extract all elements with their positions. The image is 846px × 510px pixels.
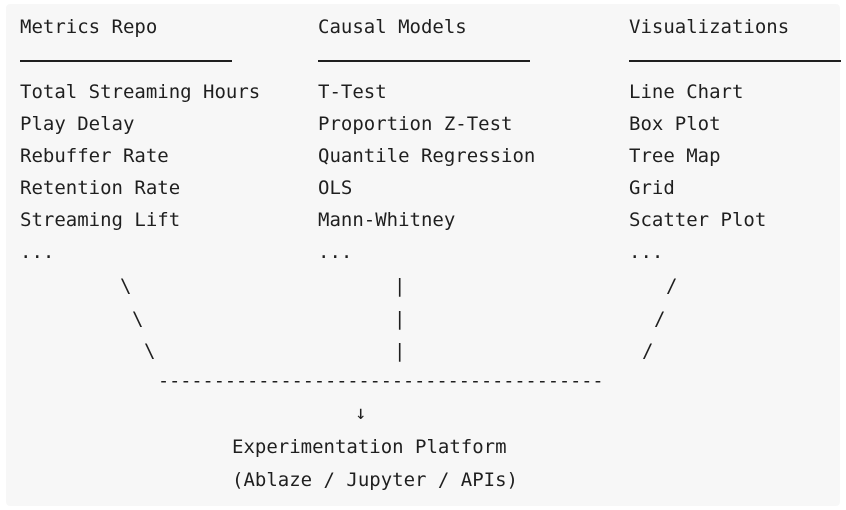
connector-backslash: \ bbox=[120, 275, 132, 297]
heading-underline bbox=[318, 60, 530, 62]
connector-slash: / bbox=[642, 340, 654, 362]
connector-backslash: \ bbox=[132, 308, 144, 330]
connector-pipe: | bbox=[394, 340, 406, 362]
connector-backslash: \ bbox=[144, 340, 156, 362]
connector-slash: / bbox=[666, 275, 678, 297]
heading-underline bbox=[20, 60, 232, 62]
heading-underline bbox=[629, 60, 841, 62]
merge-line: ---------------------------------------- bbox=[158, 371, 604, 392]
list-item: Total Streaming Hours bbox=[20, 81, 261, 103]
list-item: Streaming Lift bbox=[20, 209, 181, 231]
list-item: Box Plot bbox=[629, 113, 721, 135]
list-item: Grid bbox=[629, 177, 675, 199]
diagram-frame bbox=[6, 4, 840, 506]
connector-slash: / bbox=[654, 308, 666, 330]
list-item-ellipsis: ... bbox=[20, 241, 55, 263]
list-item: Line Chart bbox=[629, 81, 744, 103]
list-item: Scatter Plot bbox=[629, 209, 767, 231]
down-arrow-icon: ↓ bbox=[355, 402, 367, 424]
list-item: Rebuffer Rate bbox=[20, 145, 169, 167]
list-item: T-Test bbox=[318, 81, 387, 103]
connector-pipe: | bbox=[394, 308, 406, 330]
list-item: Quantile Regression bbox=[318, 145, 536, 167]
platform-title: Experimentation Platform bbox=[232, 436, 507, 458]
column-heading: Metrics Repo bbox=[20, 16, 158, 38]
column-heading: Visualizations bbox=[629, 16, 790, 38]
list-item: Retention Rate bbox=[20, 177, 181, 199]
list-item: OLS bbox=[318, 177, 353, 199]
list-item-ellipsis: ... bbox=[318, 241, 353, 263]
list-item: Mann-Whitney bbox=[318, 209, 456, 231]
connector-pipe: | bbox=[394, 275, 406, 297]
platform-subtitle: (Ablaze / Jupyter / APIs) bbox=[232, 469, 518, 491]
list-item: Play Delay bbox=[20, 113, 135, 135]
column-heading: Causal Models bbox=[318, 16, 467, 38]
list-item: Tree Map bbox=[629, 145, 721, 167]
list-item: Proportion Z-Test bbox=[318, 113, 513, 135]
list-item-ellipsis: ... bbox=[629, 241, 664, 263]
